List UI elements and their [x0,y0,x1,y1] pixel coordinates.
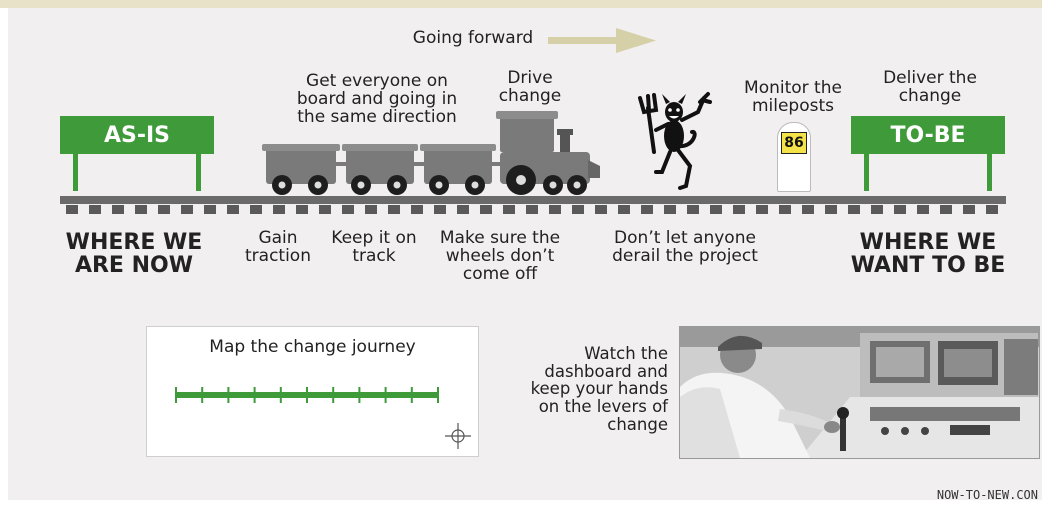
forward-arrow-icon [548,28,656,53]
scale-tick [253,387,256,403]
railway-track [60,196,1006,214]
scale-tick [437,387,439,403]
driver-at-controls-image [680,327,1039,458]
map-box-title: Map the change journey [209,337,416,357]
track-sleeper [135,205,147,214]
scale-tick [410,387,413,403]
track-sleeper [894,205,906,214]
track-sleeper [733,205,745,214]
track-sleeper [227,205,239,214]
where-we-want-to-be: WHERE WE WANT TO BE [850,230,1006,279]
caption-wheels: Make sure the wheels don’t come off [439,228,561,284]
milepost-number: 86 [781,132,807,154]
scale-tick [175,387,177,403]
track-sleeper [963,205,975,214]
track-sleeper [158,205,170,214]
track-sleeper [388,205,400,214]
caption-drive-change: Drive change [498,68,562,106]
track-sleeper [434,205,446,214]
sign-post [864,154,869,191]
track-sleeper [664,205,676,214]
track-sleeper [687,205,699,214]
caption-on-board: Get everyone on board and going in the s… [296,71,458,127]
scale-tick [279,387,282,403]
where-we-are-now: WHERE WE ARE NOW [65,230,203,279]
scale-tick [358,387,361,403]
sign-post [196,154,201,191]
devil-icon [638,92,712,190]
track-sleeper [572,205,584,214]
track-sleeper [641,205,653,214]
direction-label: Going forward [412,28,534,48]
track-sleeper [273,205,285,214]
caption-deliver: Deliver the change [883,68,977,106]
track-sleeper [250,205,262,214]
scale-tick [227,387,230,403]
scale-tick [332,387,335,403]
crosshair-icon [445,423,471,449]
track-sleeper [296,205,308,214]
to-be-label: TO-BE [851,116,1005,154]
train-icon [262,111,600,195]
to-be-sign: TO-BE [851,116,1005,191]
scale-tick [201,387,204,403]
track-sleeper [710,205,722,214]
journey-scale [175,387,439,403]
track-sleeper [549,205,561,214]
caption-gain-traction: Gain traction [245,228,311,266]
track-sleeper [595,205,607,214]
track-sleeper [342,205,354,214]
as-is-sign: AS-IS [60,116,214,191]
track-sleeper [871,205,883,214]
caption-derail: Don’t let anyone derail the project [612,228,758,266]
track-sleeper [756,205,768,214]
track-sleeper [802,205,814,214]
scale-tick [384,387,387,403]
track-sleeper [917,205,929,214]
track-sleeper [66,205,78,214]
track-sleeper [89,205,101,214]
milepost: 86 [777,122,811,192]
driver-cab-photo [679,326,1040,459]
track-sleeper [181,205,193,214]
track-sleeper [204,205,216,214]
track-sleeper [940,205,952,214]
track-sleeper [319,205,331,214]
as-is-label: AS-IS [60,116,214,154]
track-sleeper [779,205,791,214]
track-sleeper [365,205,377,214]
caption-keep-on-track: Keep it on track [331,228,417,266]
sign-post [73,154,78,191]
top-banner [0,0,1042,8]
sign-post [987,154,992,191]
dashboard-caption: Watch the dashboard and keep your hands … [530,344,668,434]
scale-tick [306,387,308,403]
track-sleeper [618,205,630,214]
track-sleeper [825,205,837,214]
track-sleeper [526,205,538,214]
track-sleeper [480,205,492,214]
map-journey-box: Map the change journey [146,326,479,457]
track-sleeper [848,205,860,214]
track-sleeper [112,205,124,214]
track-sleeper [411,205,423,214]
track-sleeper [503,205,515,214]
track-sleeper [457,205,469,214]
caption-mileposts: Monitor the mileposts [744,78,842,116]
footer-url: NOW-TO-NEW.CON [936,488,1038,502]
track-sleeper [986,205,998,214]
